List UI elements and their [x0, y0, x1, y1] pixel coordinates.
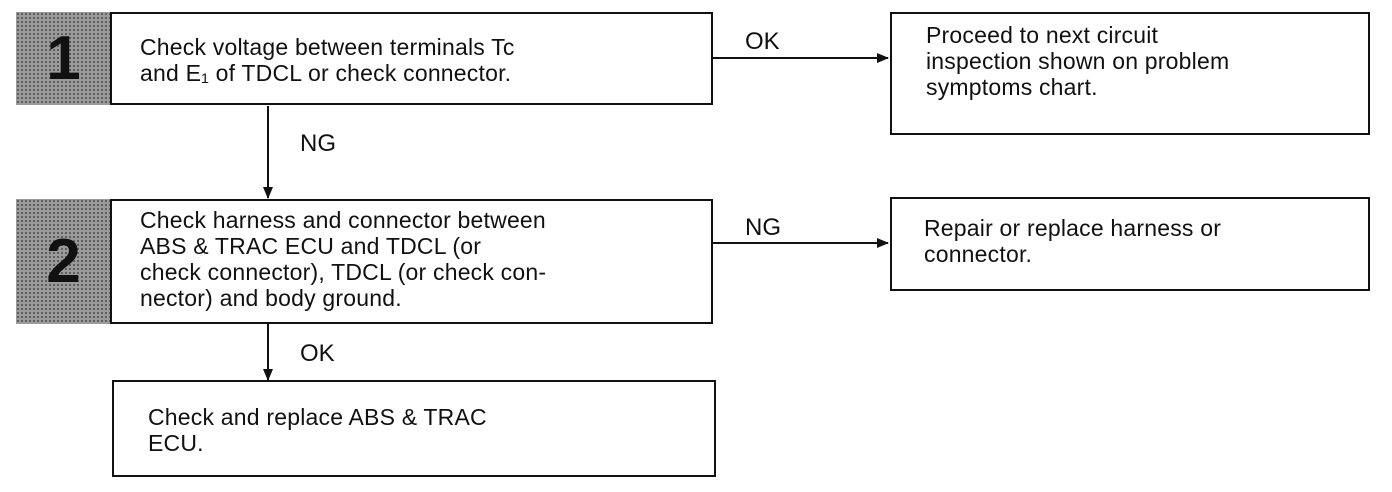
step-2-text: Check harness and connector between ABS … — [140, 207, 547, 311]
step-2-ng-result-box: Repair or replace harness or connector. — [890, 197, 1370, 291]
step-1-number-block: 1 — [16, 12, 111, 105]
step-1-ng-label: NG — [300, 130, 336, 157]
step-2-ng-label: NG — [745, 214, 781, 241]
step-1-ok-result-text: Proceed to next circuit inspection shown… — [926, 22, 1230, 100]
step-2-ng-result-text: Repair or replace harness or connector. — [924, 215, 1222, 267]
step-1-text: Check voltage between terminals Tc and E… — [140, 34, 515, 86]
step-1-number: 1 — [46, 23, 81, 93]
step-1-ok-result-box: Proceed to next circuit inspection shown… — [890, 12, 1370, 135]
step-1-box: Check voltage between terminals Tc and E… — [110, 12, 713, 105]
step-2-ok-result-box: Check and replace ABS & TRAC ECU. — [112, 380, 716, 477]
step-2-ok-label: OK — [300, 340, 335, 367]
step-2-number-block: 2 — [16, 199, 111, 324]
step-2-number: 2 — [46, 226, 81, 296]
step-2-ok-result-text: Check and replace ABS & TRAC ECU. — [148, 404, 487, 456]
step-2-box: Check harness and connector between ABS … — [110, 199, 713, 324]
step-1-ok-label: OK — [745, 28, 780, 55]
